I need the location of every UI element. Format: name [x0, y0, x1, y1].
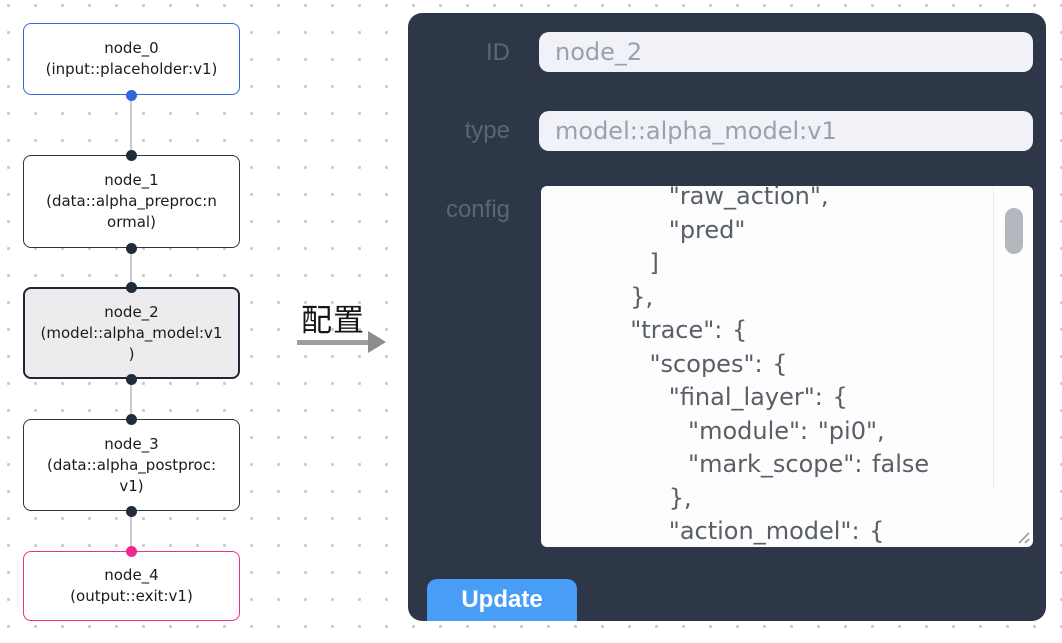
node-port[interactable] — [126, 545, 137, 557]
graph-node-node_2[interactable]: node_2(model::alpha_model:v1) — [23, 287, 240, 379]
node-label-line: v1) — [119, 476, 144, 495]
node-label-line: ormal) — [107, 213, 156, 231]
config-field-label: config — [445, 196, 510, 223]
node-label-line: node_0 — [104, 39, 159, 57]
resize-handle-icon[interactable] — [1015, 529, 1031, 545]
arrow-right-icon-head — [368, 331, 386, 353]
graph-edge — [130, 248, 132, 287]
arrow-right-icon — [297, 340, 368, 345]
graph-edge — [130, 95, 132, 155]
id-input[interactable] — [539, 32, 1033, 72]
graph-edge — [130, 511, 132, 551]
node-label-line: ) — [128, 344, 135, 363]
node-port[interactable] — [126, 149, 137, 161]
node-port[interactable] — [126, 505, 137, 517]
graph-node-node_3[interactable]: node_3(data::alpha_postproc:v1) — [23, 419, 240, 511]
graph-node-node_0[interactable]: node_0(input::placeholder:v1) — [23, 23, 240, 95]
node-label-line: node_1 — [104, 171, 159, 189]
type-field-label: type — [464, 117, 510, 144]
type-input[interactable] — [539, 111, 1033, 151]
config-json-text: "raw_action", "pred" ] }, "trace": { "sc… — [630, 186, 930, 545]
pipeline-graph: node_0(input::placeholder:v1)node_1(data… — [0, 0, 400, 643]
node-port[interactable] — [126, 242, 137, 254]
node-config-panel: ID type config "raw_action", "pred" ] },… — [408, 13, 1046, 621]
node-label-line: (data::alpha_postproc: — [46, 455, 217, 474]
node-port[interactable] — [126, 89, 137, 101]
node-label-line: node_3 — [104, 434, 159, 453]
node-label-line: (input::placeholder:v1) — [45, 60, 218, 78]
id-field-label: ID — [486, 39, 510, 66]
config-scrollbar-track — [993, 186, 1033, 488]
node-label-line: node_4 — [104, 566, 159, 584]
node-label-line: node_2 — [104, 302, 159, 321]
node-label-line: (model::alpha_model:v1 — [40, 323, 223, 342]
update-button[interactable]: Update — [427, 579, 577, 621]
node-label-line: (output::exit:v1) — [70, 587, 193, 605]
node-port[interactable] — [126, 413, 137, 425]
node-port[interactable] — [126, 373, 137, 385]
node-port[interactable] — [126, 281, 137, 293]
config-annotation-label: 配置 — [301, 303, 365, 338]
graph-edge — [130, 379, 132, 419]
node-label-line: (data::alpha_preproc:n — [46, 192, 217, 210]
config-scrollbar-thumb[interactable] — [1005, 208, 1023, 254]
config-textarea[interactable]: "raw_action", "pred" ] }, "trace": { "sc… — [541, 186, 1033, 547]
graph-node-node_4[interactable]: node_4(output::exit:v1) — [23, 551, 240, 621]
